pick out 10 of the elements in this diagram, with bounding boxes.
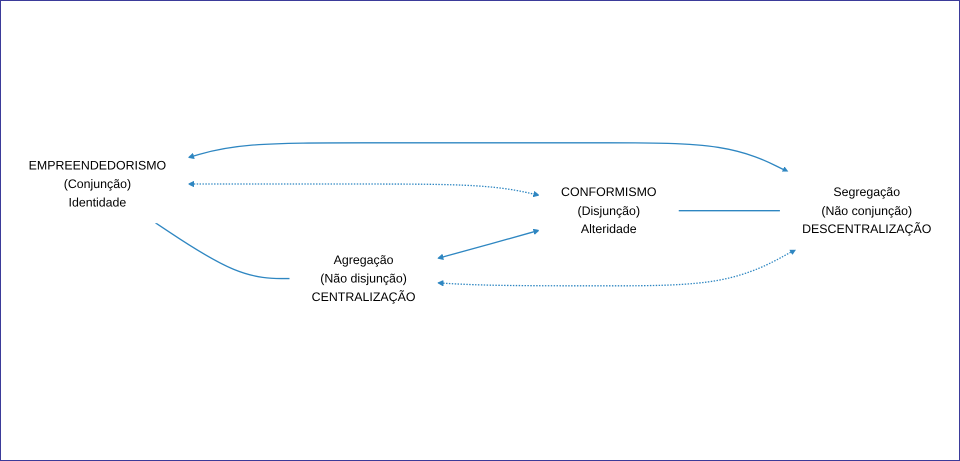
arrow: [188, 142, 789, 173]
arrow: [437, 229, 540, 260]
connector: [155, 222, 290, 280]
node-text: EMPREENDEDORISMO (Conjunção) Identidade: [28, 158, 166, 210]
node-text: CONFORMISMO (Disjunção) Alteridade: [561, 185, 657, 236]
arrow: [437, 250, 796, 287]
node-text: Segregação (Não conjunção) DESCENTRALIZAÇÃO: [802, 185, 932, 236]
connector: [678, 210, 780, 212]
node-text: Agregação (Não disjunção) CENTRALIZAÇÃO: [312, 253, 416, 304]
arrow: [188, 181, 540, 198]
